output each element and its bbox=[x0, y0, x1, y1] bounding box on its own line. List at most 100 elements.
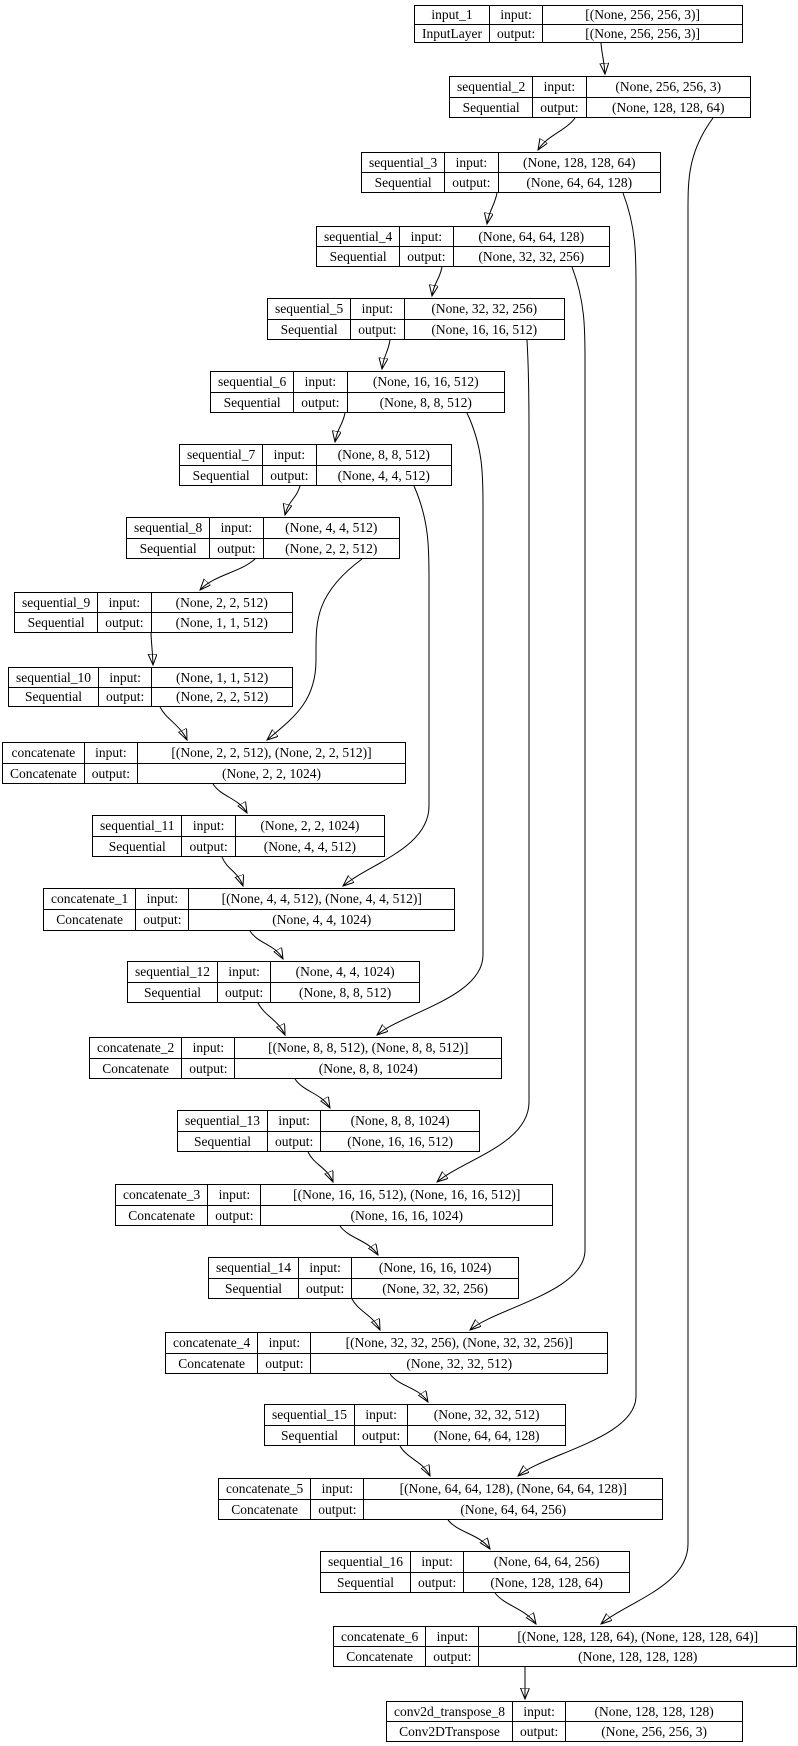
output-label: output: bbox=[444, 172, 499, 193]
edge-sequential_10-to-concatenate bbox=[159, 706, 187, 740]
output-label: output: bbox=[399, 246, 454, 267]
layer-type: Concatenate bbox=[2, 762, 85, 784]
input-label: input: bbox=[425, 1626, 480, 1647]
output-label: output: bbox=[310, 1498, 365, 1520]
input-label: input: bbox=[350, 298, 405, 320]
edge-sequential_3-to-concatenate_5 bbox=[518, 192, 637, 1476]
output-label: output: bbox=[209, 537, 264, 559]
edge-sequential_4-to-sequential_5 bbox=[432, 266, 443, 296]
layer-name: sequential_15 bbox=[264, 1404, 355, 1426]
edge-sequential_7-to-sequential_8 bbox=[285, 485, 301, 515]
input-shape: (None, 128, 128, 64) bbox=[497, 152, 661, 173]
layer-name: input_1 bbox=[414, 5, 490, 25]
layer-type: Sequential bbox=[208, 1277, 299, 1299]
layer-name: sequential_10 bbox=[8, 667, 99, 688]
layer-name: concatenate bbox=[2, 742, 85, 764]
layer-type: Sequential bbox=[315, 246, 401, 267]
output-label: output: bbox=[425, 1646, 480, 1667]
edge-sequential_15-to-concatenate_5 bbox=[399, 1445, 430, 1476]
input-label: input: bbox=[181, 1037, 236, 1059]
output-shape: (None, 2, 2, 512) bbox=[151, 686, 293, 707]
layer-type: Concatenate bbox=[114, 1204, 209, 1226]
output-shape: (None, 1, 1, 512) bbox=[150, 612, 293, 633]
input-shape: (None, 32, 32, 512) bbox=[407, 1404, 566, 1426]
output-label: output: bbox=[97, 612, 152, 633]
input-label: input: bbox=[353, 1404, 409, 1426]
input-shape: (None, 2, 2, 1024) bbox=[234, 815, 386, 837]
output-label: output: bbox=[207, 1204, 262, 1226]
input-label: input: bbox=[266, 1110, 322, 1132]
output-label: output: bbox=[97, 686, 153, 707]
layer-name: concatenate_4 bbox=[164, 1332, 259, 1354]
output-shape: (None, 8, 8, 512) bbox=[270, 981, 420, 1003]
input-label: input: bbox=[181, 815, 236, 837]
layer-type: Concatenate bbox=[42, 909, 137, 931]
output-label: output: bbox=[257, 1352, 312, 1374]
input-label: input: bbox=[297, 1257, 353, 1279]
output-shape: (None, 256, 256, 3) bbox=[565, 1721, 743, 1742]
output-shape: (None, 4, 4, 512) bbox=[234, 835, 386, 857]
layer-name: sequential_7 bbox=[178, 444, 264, 466]
output-label: output: bbox=[83, 762, 138, 784]
input-shape: (None, 256, 256, 3) bbox=[585, 76, 751, 98]
layer-name: concatenate_1 bbox=[42, 888, 137, 910]
edge-sequential_12-to-concatenate_2 bbox=[257, 1002, 285, 1035]
edge-sequential_4-to-concatenate_4 bbox=[470, 266, 586, 1330]
input-label: input: bbox=[97, 667, 153, 688]
input-shape: [(None, 2, 2, 512), (None, 2, 2, 512)] bbox=[136, 742, 407, 764]
input-label: input: bbox=[216, 961, 272, 983]
input-shape: (None, 4, 4, 1024) bbox=[270, 961, 420, 983]
output-shape: (None, 32, 32, 256) bbox=[452, 246, 610, 267]
input-label: input: bbox=[135, 888, 190, 910]
input-shape: [(None, 64, 64, 128), (None, 64, 64, 128… bbox=[363, 1478, 663, 1500]
input-shape: (None, 8, 8, 1024) bbox=[320, 1110, 480, 1132]
output-shape: (None, 64, 64, 128) bbox=[407, 1424, 566, 1446]
layer-type: Sequential bbox=[448, 96, 534, 118]
output-shape: (None, 32, 32, 256) bbox=[351, 1277, 519, 1299]
input-label: input: bbox=[488, 5, 544, 25]
edge-sequential_5-to-concatenate_3 bbox=[437, 339, 530, 1182]
layer-type: Sequential bbox=[91, 835, 183, 857]
edge-sequential_3-to-sequential_4 bbox=[487, 192, 498, 224]
layer-type: Sequential bbox=[360, 172, 446, 193]
input-shape: (None, 128, 128, 128) bbox=[565, 1701, 743, 1722]
layer-name: concatenate_6 bbox=[332, 1626, 427, 1647]
output-label: output: bbox=[293, 391, 348, 413]
input-shape: (None, 8, 8, 512) bbox=[315, 444, 452, 466]
layer-name: concatenate_2 bbox=[88, 1037, 183, 1059]
output-shape: (None, 64, 64, 128) bbox=[497, 172, 661, 193]
layer-type: Sequential bbox=[8, 686, 99, 707]
output-label: output: bbox=[488, 23, 544, 43]
edge-input_1-to-sequential_2 bbox=[601, 42, 605, 74]
input-label: input: bbox=[257, 1332, 312, 1354]
edge-concatenate-to-sequential_11 bbox=[212, 783, 247, 813]
output-label: output: bbox=[297, 1277, 353, 1299]
input-shape: (None, 32, 32, 256) bbox=[403, 298, 565, 320]
input-shape: (None, 2, 2, 512) bbox=[150, 592, 293, 613]
input-shape: (None, 16, 16, 1024) bbox=[351, 1257, 519, 1279]
output-label: output: bbox=[511, 1721, 567, 1742]
layer-name: sequential_8 bbox=[125, 517, 211, 539]
input-label: input: bbox=[399, 226, 454, 247]
layer-name: sequential_12 bbox=[127, 961, 218, 983]
edge-sequential_14-to-concatenate_4 bbox=[351, 1298, 380, 1330]
edge-sequential_6-to-sequential_7 bbox=[335, 412, 346, 442]
input-label: input: bbox=[444, 152, 499, 173]
layer-name: sequential_13 bbox=[177, 1110, 268, 1132]
input-shape: [(None, 128, 128, 64), (None, 128, 128, … bbox=[478, 1626, 797, 1647]
layer-name: concatenate_3 bbox=[114, 1184, 209, 1206]
layer-name: sequential_6 bbox=[209, 371, 295, 393]
input-shape: (None, 64, 64, 128) bbox=[452, 226, 610, 247]
